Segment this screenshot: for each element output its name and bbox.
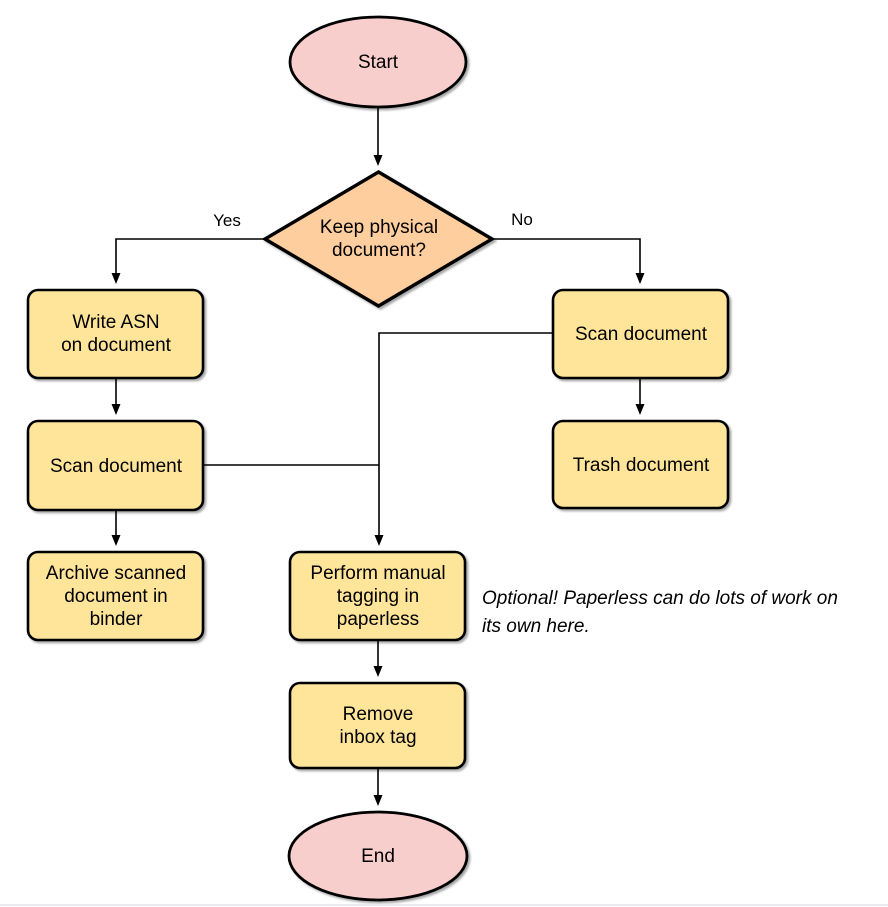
remove-inbox-process-shape [288,681,467,770]
archive-process-shape [26,550,205,642]
scan-right-process-shape [551,288,730,380]
start-terminator-shape [288,15,468,109]
edge-decision-no-to-scan-right [492,238,645,284]
optional-note-text: Optional! Paperless can do lots of work … [482,588,838,637]
end-terminator-shape [287,810,469,902]
trash-process-shape [551,419,730,510]
write-asn-process-shape [26,288,205,380]
connector-edges [111,107,645,806]
edge-scan-right-to-tagging [374,332,553,546]
tagging-process-shape [288,550,467,642]
no-edge-label: No [511,210,533,229]
node-shapes [26,15,730,902]
scan-left-process-shape [26,419,205,512]
decision-diamond-shape [261,170,496,308]
page-bottom-edge [0,904,888,906]
yes-edge-label: Yes [213,211,241,230]
edge-decision-yes-to-write-asn [111,238,265,284]
